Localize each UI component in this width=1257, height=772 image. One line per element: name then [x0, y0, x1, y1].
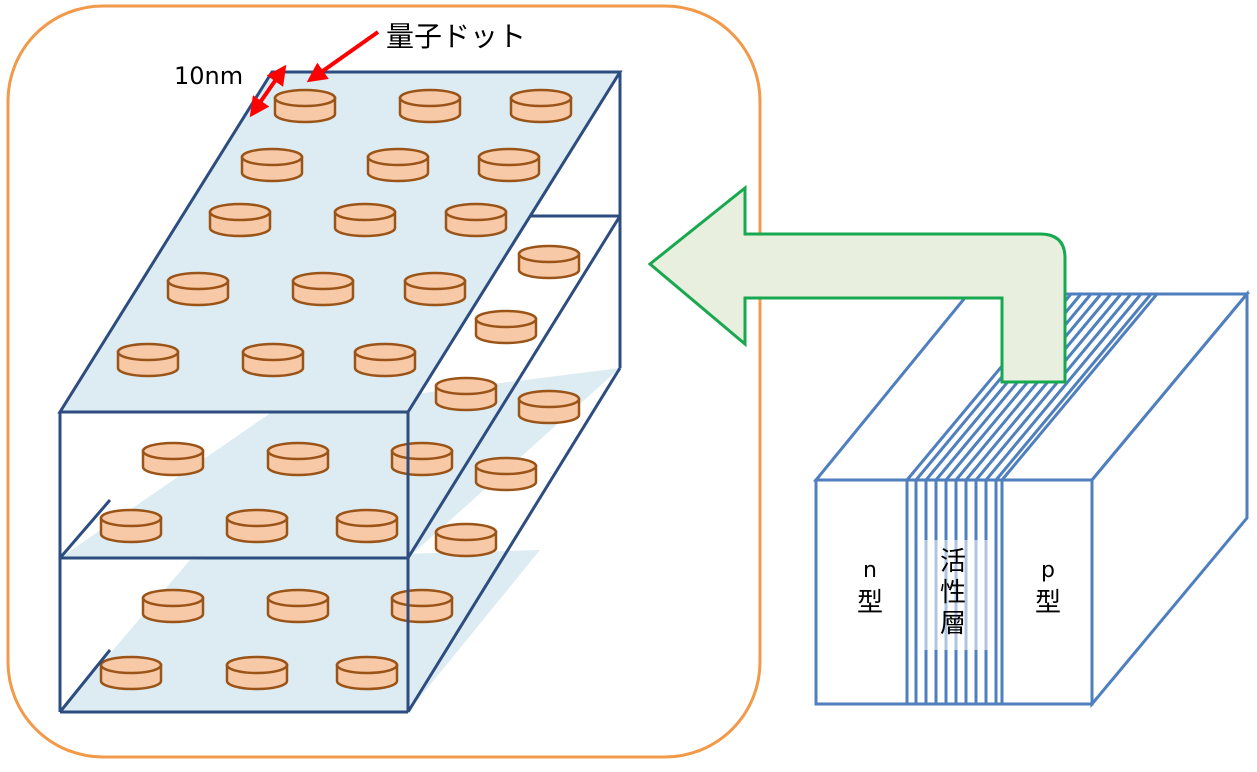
double-arrow-icon	[249, 64, 287, 118]
quantum-dot	[434, 376, 498, 412]
quantum-dot-layer-middle	[60, 368, 620, 558]
quantum-dot	[116, 342, 180, 378]
quantum-dot	[99, 655, 163, 691]
quantum-dot	[474, 309, 538, 345]
active-layer-label-line1: 活	[940, 547, 966, 577]
magnified-view-frame	[6, 4, 762, 759]
active-layer-stripe-top	[964, 293, 1123, 481]
quantum-dot	[434, 522, 498, 558]
quantum-dot	[353, 342, 417, 378]
active-layer-stripe-top	[1000, 293, 1159, 481]
quantum-dot	[366, 147, 430, 183]
quantum-dot-label: 量子ドット	[386, 20, 526, 53]
active-layer-label-line2: 性	[940, 578, 966, 608]
quantum-dot	[141, 588, 205, 624]
quantum-dot	[166, 271, 230, 307]
active-layer-stripe-top	[994, 293, 1153, 481]
n-type-label-line1: n	[863, 558, 877, 583]
quantum-dot	[291, 271, 355, 307]
p-type-label-line1: p	[1041, 558, 1055, 583]
n-type-label-line2: 型	[857, 588, 883, 618]
active-layer-stripe-top	[974, 293, 1133, 481]
quantum-dot	[398, 88, 462, 124]
pointer-arrow-icon	[306, 30, 380, 83]
quantum-dot	[266, 441, 330, 477]
quantum-dot	[225, 655, 289, 691]
quantum-dot	[517, 244, 581, 280]
p-type-label-line2: 型	[1035, 588, 1061, 618]
quantum-dot	[225, 508, 289, 544]
quantum-dot	[335, 508, 399, 544]
active-layer-stripe-top	[944, 293, 1103, 481]
bent-arrow-icon	[647, 184, 1067, 384]
laser-device: n 型 活 性 層 p 型	[812, 289, 1251, 709]
quantum-dot	[333, 202, 397, 238]
quantum-dot	[241, 342, 305, 378]
quantum-dot	[240, 147, 304, 183]
quantum-dot	[99, 508, 163, 544]
quantum-dots	[99, 88, 581, 691]
quantum-dot	[517, 389, 581, 425]
quantum-dot	[273, 88, 337, 124]
active-layer-stripe-top	[984, 293, 1143, 481]
active-layer-stripe-top	[954, 293, 1113, 481]
layer-stack	[57, 70, 623, 714]
active-layer-label-line3: 層	[940, 609, 966, 639]
quantum-dot	[141, 441, 205, 477]
quantum-dot	[509, 88, 573, 124]
quantum-dot	[266, 588, 330, 624]
quantum-dot	[444, 202, 508, 238]
quantum-dot	[335, 655, 399, 691]
quantum-dot	[390, 588, 454, 624]
quantum-dot	[477, 147, 541, 183]
size-label: 10nm	[174, 62, 243, 90]
quantum-dot	[474, 456, 538, 492]
quantum-dot	[390, 441, 454, 477]
quantum-dot	[208, 202, 272, 238]
quantum-dot	[403, 271, 467, 307]
